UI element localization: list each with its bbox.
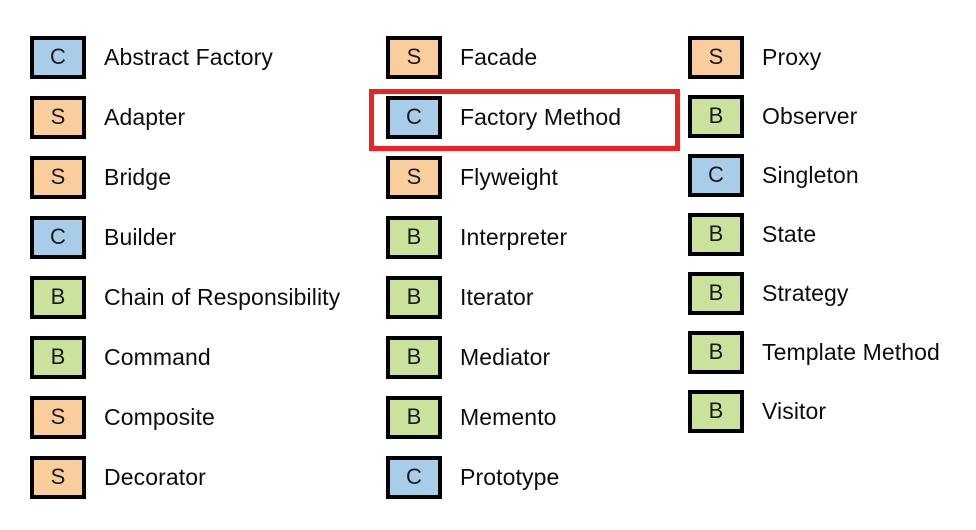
category-badge-creational: C bbox=[30, 35, 86, 79]
pattern-row[interactable]: B Interpreter bbox=[386, 215, 567, 259]
pattern-name-label: Bridge bbox=[104, 163, 172, 190]
category-badge-structural: S bbox=[30, 155, 86, 199]
pattern-name-label: Facade bbox=[460, 43, 538, 70]
category-badge-behavioral: B bbox=[386, 335, 442, 379]
pattern-name-label: Template Method bbox=[762, 338, 940, 365]
category-badge-creational: C bbox=[386, 95, 442, 139]
category-badge-creational: C bbox=[386, 455, 442, 499]
category-badge-behavioral: B bbox=[386, 395, 442, 439]
pattern-row[interactable]: B Command bbox=[30, 335, 211, 379]
category-badge-behavioral: B bbox=[30, 335, 86, 379]
pattern-name-label: Command bbox=[104, 343, 211, 370]
category-badge-structural: S bbox=[30, 455, 86, 499]
pattern-name-label: Adapter bbox=[104, 103, 186, 130]
pattern-row[interactable]: B Template Method bbox=[688, 330, 940, 374]
pattern-name-label: Memento bbox=[460, 403, 557, 430]
pattern-row[interactable]: C Singleton bbox=[688, 153, 859, 197]
pattern-name-label: Factory Method bbox=[460, 103, 622, 130]
pattern-name-label: Singleton bbox=[762, 161, 859, 188]
pattern-row[interactable]: S Flyweight bbox=[386, 155, 558, 199]
category-badge-behavioral: B bbox=[688, 94, 744, 138]
pattern-name-label: Visitor bbox=[762, 397, 827, 424]
pattern-row[interactable]: C Prototype bbox=[386, 455, 559, 499]
pattern-name-label: Builder bbox=[104, 223, 177, 250]
category-badge-structural: S bbox=[688, 35, 744, 79]
category-badge-behavioral: B bbox=[386, 215, 442, 259]
pattern-name-label: Decorator bbox=[104, 463, 206, 490]
category-badge-behavioral: B bbox=[688, 330, 744, 374]
category-badge-structural: S bbox=[30, 395, 86, 439]
pattern-name-label: Observer bbox=[762, 102, 858, 129]
pattern-row[interactable]: C Builder bbox=[30, 215, 176, 259]
category-badge-behavioral: B bbox=[688, 212, 744, 256]
category-badge-creational: C bbox=[688, 153, 744, 197]
pattern-row[interactable]: S Facade bbox=[386, 35, 537, 79]
pattern-row[interactable]: S Adapter bbox=[30, 95, 185, 139]
pattern-row[interactable]: B Strategy bbox=[688, 271, 848, 315]
category-badge-structural: S bbox=[386, 155, 442, 199]
category-badge-structural: S bbox=[386, 35, 442, 79]
pattern-name-label: Flyweight bbox=[460, 163, 559, 190]
pattern-row[interactable]: S Decorator bbox=[30, 455, 206, 499]
pattern-row[interactable]: B Mediator bbox=[386, 335, 550, 379]
pattern-row[interactable]: S Proxy bbox=[688, 35, 821, 79]
pattern-name-label: Chain of Responsibility bbox=[104, 283, 341, 310]
pattern-name-label: Strategy bbox=[762, 279, 849, 306]
pattern-row[interactable]: B Memento bbox=[386, 395, 557, 439]
pattern-name-label: Proxy bbox=[762, 43, 822, 70]
category-badge-behavioral: B bbox=[386, 275, 442, 319]
pattern-row[interactable]: B Visitor bbox=[688, 389, 826, 433]
pattern-name-label: State bbox=[762, 220, 817, 247]
pattern-name-label: Prototype bbox=[460, 463, 560, 490]
category-badge-structural: S bbox=[30, 95, 86, 139]
pattern-row[interactable]: C Factory Method bbox=[386, 95, 621, 139]
category-badge-behavioral: B bbox=[30, 275, 86, 319]
pattern-row[interactable]: B State bbox=[688, 212, 816, 256]
pattern-row[interactable]: B Chain of Responsibility bbox=[30, 275, 340, 319]
category-badge-creational: C bbox=[30, 215, 86, 259]
pattern-name-label: Mediator bbox=[460, 343, 551, 370]
pattern-name-label: Interpreter bbox=[460, 223, 568, 250]
category-badge-behavioral: B bbox=[688, 271, 744, 315]
pattern-row[interactable]: S Bridge bbox=[30, 155, 171, 199]
pattern-row[interactable]: B Iterator bbox=[386, 275, 534, 319]
pattern-row[interactable]: B Observer bbox=[688, 94, 857, 138]
pattern-row[interactable]: S Composite bbox=[30, 395, 215, 439]
pattern-name-label: Iterator bbox=[460, 283, 534, 310]
pattern-row[interactable]: C Abstract Factory bbox=[30, 35, 273, 79]
pattern-name-label: Composite bbox=[104, 403, 215, 430]
pattern-name-label: Abstract Factory bbox=[104, 43, 274, 70]
category-badge-behavioral: B bbox=[688, 389, 744, 433]
